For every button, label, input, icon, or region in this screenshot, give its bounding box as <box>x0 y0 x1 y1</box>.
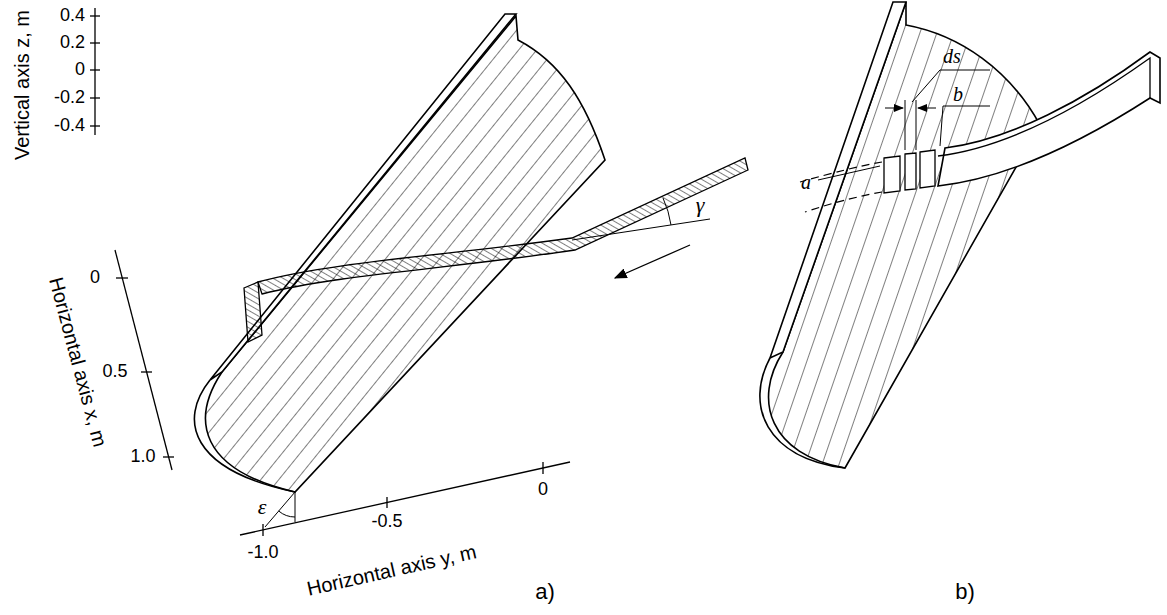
tick-label: 0 <box>75 60 85 80</box>
axis-title: Vertical axis z, m <box>11 10 33 160</box>
angle-symbol: γ <box>696 193 705 217</box>
trough-b <box>760 2 1160 468</box>
panel-label: b) <box>955 580 975 604</box>
tick-label: -0.4 <box>54 116 85 136</box>
dimension-label: b <box>953 83 963 105</box>
axis-title: Horizontal axis x, m <box>45 275 111 449</box>
dimension-label: a <box>801 171 811 193</box>
tick-label: 0.4 <box>60 6 85 26</box>
angle-symbol: ε <box>258 495 267 519</box>
tick-label: 0.2 <box>60 33 85 53</box>
tick-label: 0.5 <box>102 362 127 382</box>
dimension-label: ds <box>943 45 961 67</box>
trough-a <box>194 14 748 527</box>
tick-label: 1.0 <box>130 447 155 467</box>
tick-label: -0.5 <box>371 512 402 532</box>
tick-label: -1.0 <box>247 543 278 563</box>
panel-label: a) <box>535 580 555 604</box>
tick-label: -0.2 <box>54 88 85 108</box>
axis-title: Horizontal axis y, m <box>305 540 479 599</box>
tick-label: 0 <box>538 480 548 500</box>
tick-label: 0 <box>90 268 100 288</box>
